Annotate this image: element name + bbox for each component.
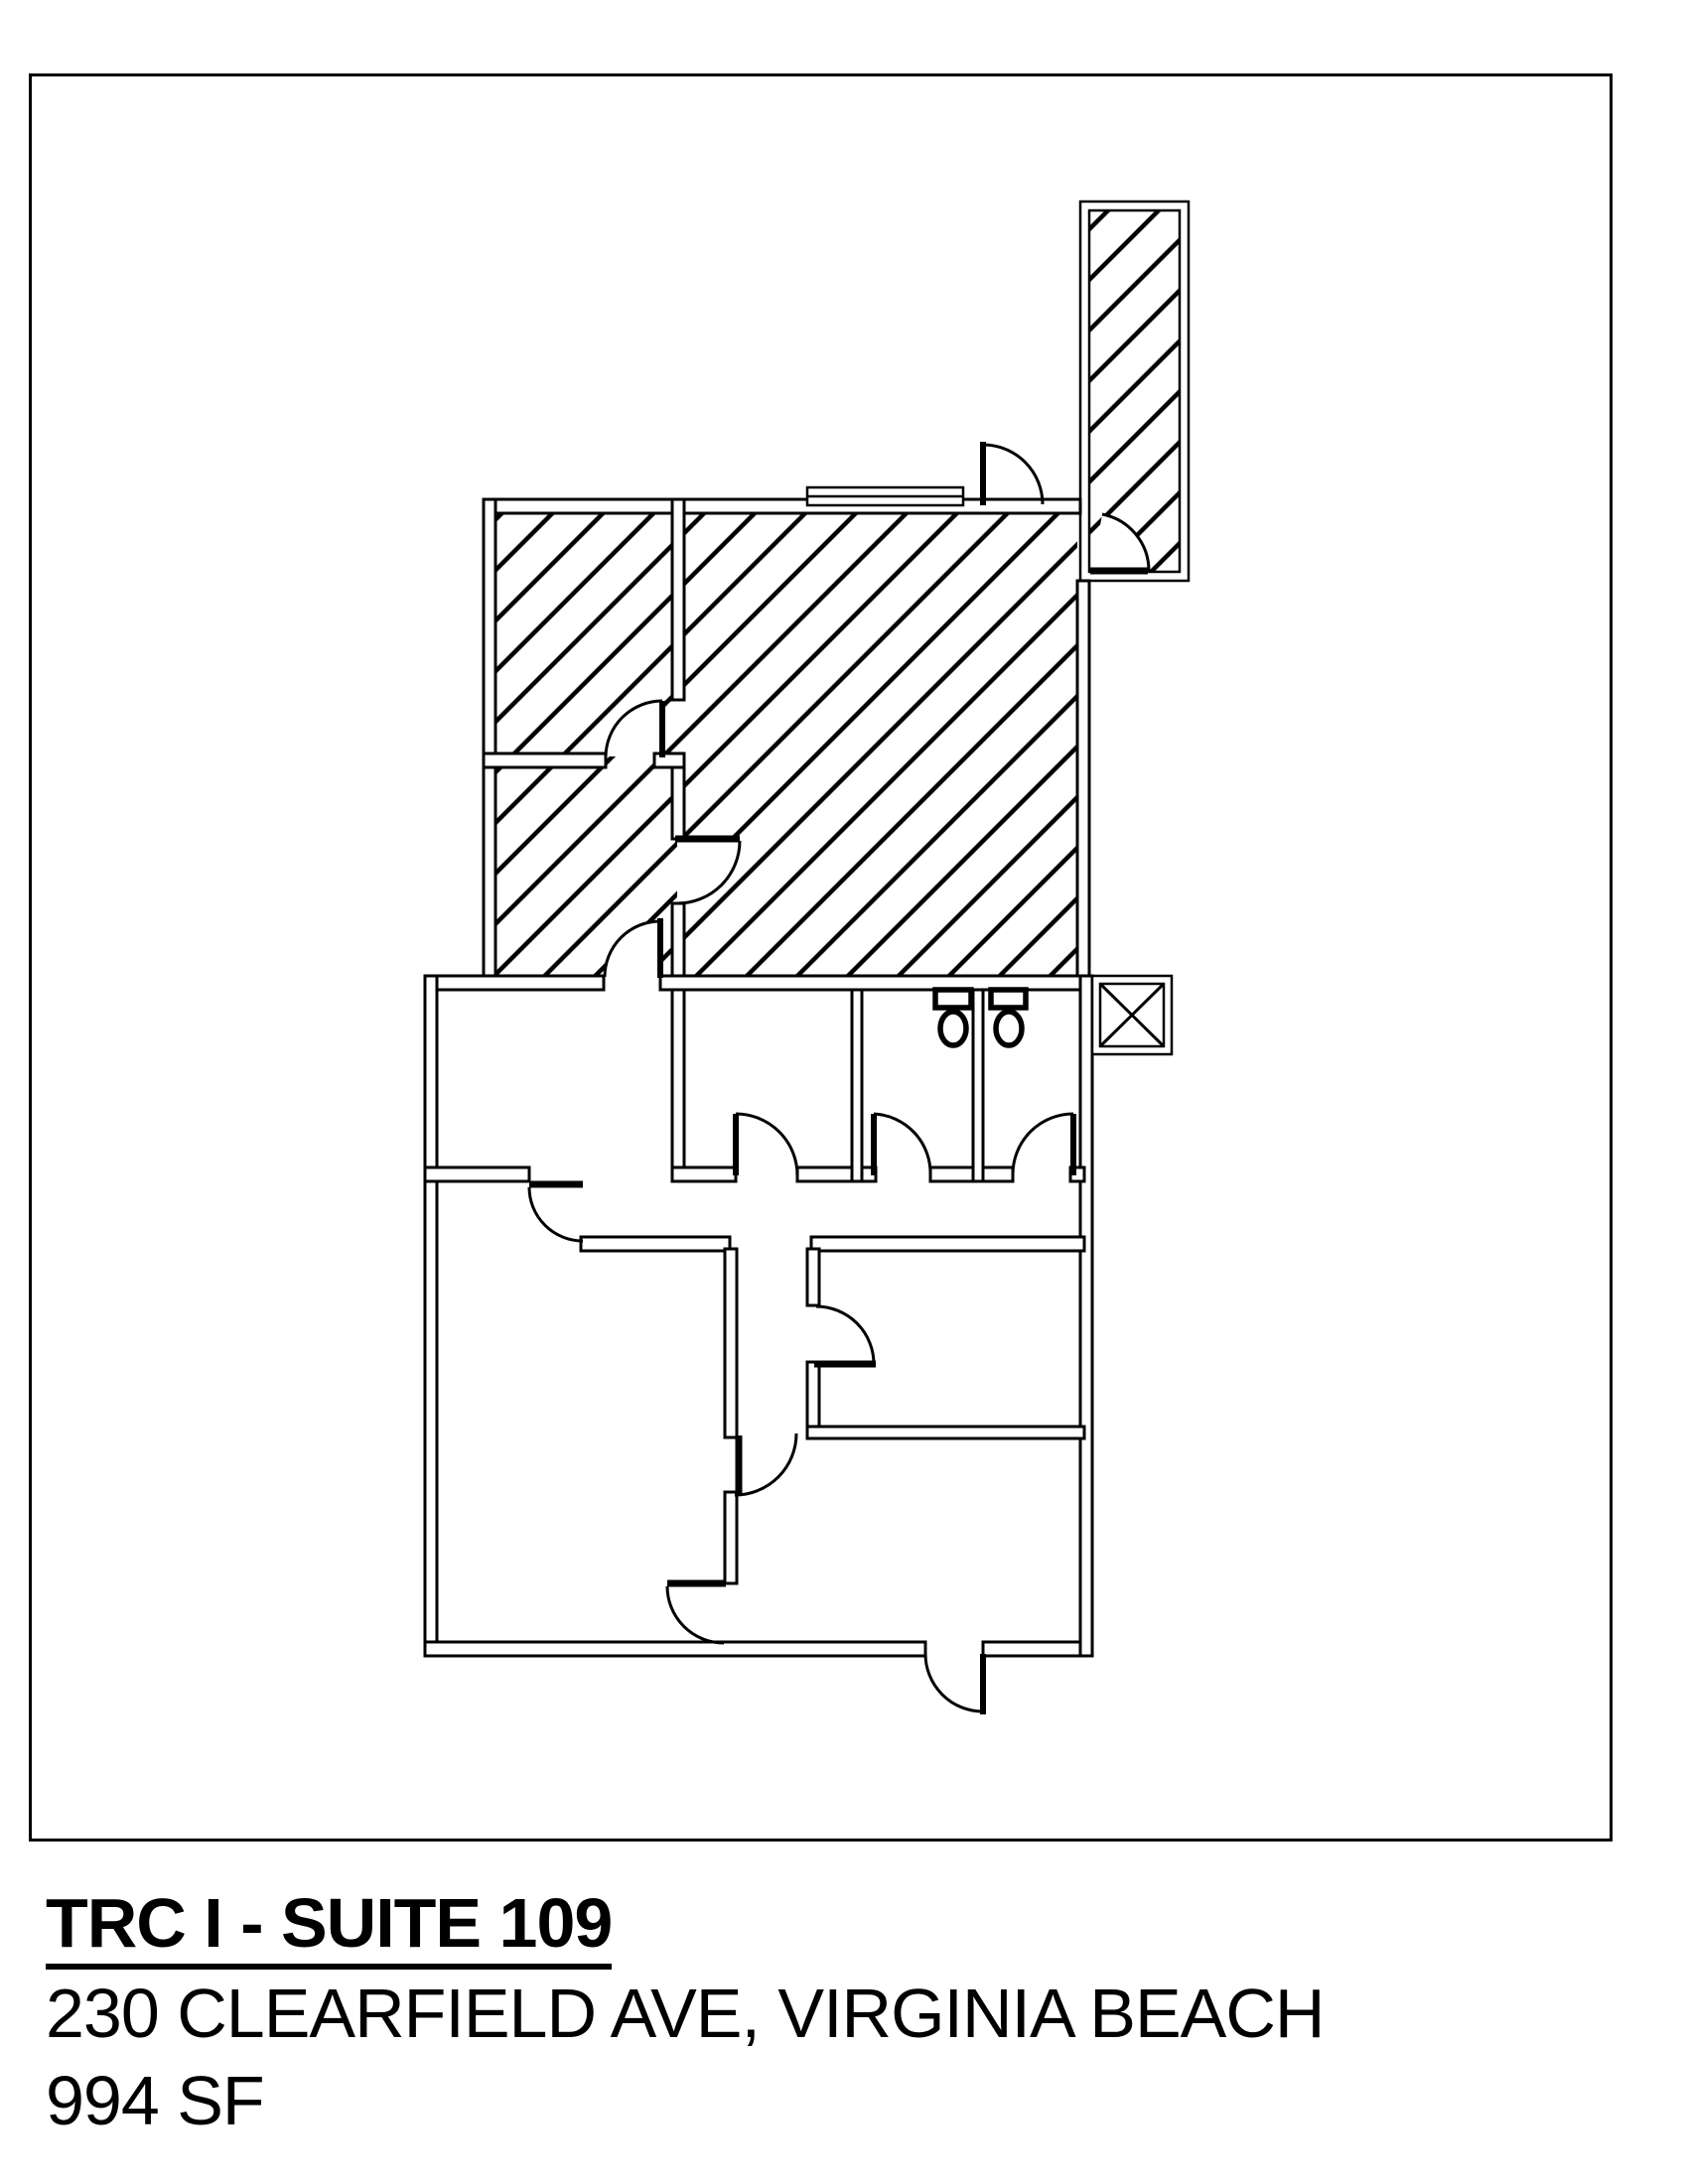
wall-segment xyxy=(670,1165,738,1183)
wall-segment xyxy=(670,497,686,702)
wall-segment xyxy=(723,1490,739,1585)
property-address: 230 CLEARFIELD AVE, VIRGINIA BEACH xyxy=(46,1975,1325,2052)
door-swing-arc xyxy=(734,1433,798,1497)
wall-segment xyxy=(670,901,686,980)
suite-hatched-area xyxy=(490,200,1191,976)
wall-segment xyxy=(805,1360,821,1433)
toilet-icon xyxy=(988,987,1029,1048)
wall-segment xyxy=(1078,974,1094,1658)
wall-segment xyxy=(579,1235,732,1253)
suite-title: TRC I - SUITE 109 xyxy=(46,1879,1324,1970)
door-swing-arc xyxy=(665,1585,725,1645)
wall-segment xyxy=(981,1165,1015,1183)
wall-segment xyxy=(652,751,686,769)
wall-segment xyxy=(423,974,439,1658)
door-swing-arc xyxy=(735,1112,799,1176)
wall-segment xyxy=(482,497,497,980)
door-swing-arc xyxy=(1011,1112,1074,1175)
wall-segment xyxy=(423,974,606,992)
wall-segment xyxy=(805,1247,821,1307)
wall-segment xyxy=(670,988,686,1183)
walls xyxy=(423,497,1094,1658)
door-swing-arc xyxy=(982,443,1045,505)
wall-segment xyxy=(809,1235,1086,1253)
wall-segment xyxy=(850,988,864,1183)
wall-segment xyxy=(423,1640,927,1658)
wall-segment xyxy=(805,1425,1086,1440)
elevator-shaft-icon xyxy=(1090,974,1174,1056)
wall-segment xyxy=(928,1165,977,1183)
door-swing-arc xyxy=(604,699,663,757)
wall-segment xyxy=(482,751,608,769)
toilet-icon xyxy=(932,987,974,1048)
door-swing-arc xyxy=(873,1112,932,1176)
door-swing-arc xyxy=(676,840,742,905)
suite-area: 994 SF xyxy=(46,2062,265,2139)
window xyxy=(805,485,965,507)
door-swing-arc xyxy=(1101,512,1151,572)
door-swing-arc xyxy=(603,919,661,978)
page-border xyxy=(29,73,1613,1842)
door-swing-arc xyxy=(923,1653,984,1713)
wall-segment xyxy=(482,497,1082,515)
wall-segment xyxy=(423,1165,531,1183)
door-swing-arc xyxy=(815,1304,876,1365)
door-swing-arc xyxy=(527,1186,584,1243)
footer-text-block: TRC I - SUITE 109 230 CLEARFIELD AVE, VI… xyxy=(46,1879,1325,2144)
wall-segment xyxy=(723,1247,739,1439)
wall-segment xyxy=(1075,579,1091,978)
door-swing-masks xyxy=(605,514,1149,977)
doors xyxy=(527,442,1151,1714)
wall-segment xyxy=(670,765,686,841)
wall-segment xyxy=(971,988,985,1183)
wall-segment xyxy=(981,1640,1094,1658)
wall-segment xyxy=(795,1165,856,1183)
